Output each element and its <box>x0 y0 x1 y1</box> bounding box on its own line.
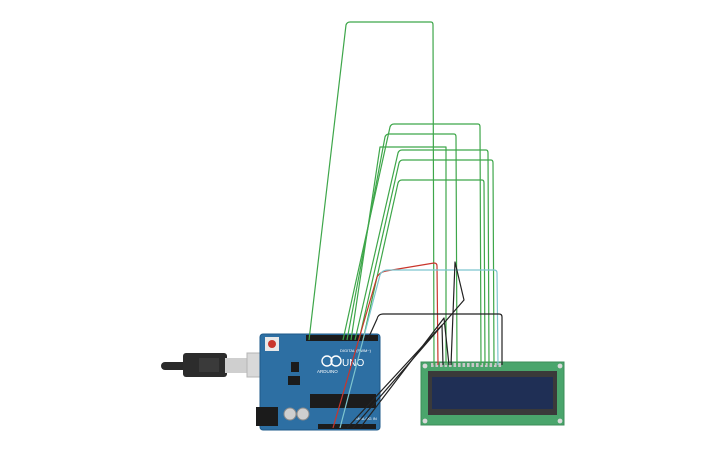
usb-plug-grip <box>199 358 219 372</box>
wire-black[interactable] <box>366 313 503 365</box>
lcd-mount-hole-br <box>557 418 563 424</box>
power-jack <box>256 407 278 426</box>
wire-black[interactable] <box>359 317 450 429</box>
wire-green[interactable] <box>342 123 482 366</box>
usb-plug-metal <box>225 358 247 373</box>
lcd-pin <box>462 363 466 367</box>
lcd-pin <box>489 363 493 367</box>
regulator <box>291 362 299 372</box>
usb-chip <box>288 376 300 385</box>
wire-green[interactable] <box>362 179 486 366</box>
power-analog-header <box>318 424 376 429</box>
lcd-mount-hole-tr <box>557 363 563 369</box>
lcd-pin <box>435 363 439 367</box>
lcd-pin <box>471 363 475 367</box>
arduino-logo-icon <box>321 355 333 367</box>
wires[interactable] <box>308 21 503 429</box>
wire-green[interactable] <box>358 159 495 366</box>
wire-green[interactable] <box>346 133 458 366</box>
arduino-brand-text: ARDUINO <box>317 369 338 374</box>
capacitor-right <box>296 407 310 421</box>
atmega-chip <box>310 394 376 408</box>
wire-green[interactable] <box>308 21 435 366</box>
lcd-pin <box>498 363 502 367</box>
wire-green[interactable] <box>354 149 490 366</box>
lcd-pin <box>431 363 434 367</box>
lcd-mount-hole-bl <box>422 418 428 424</box>
lcd-pin-header <box>431 363 502 367</box>
lcd-pin <box>494 363 497 367</box>
wire-green[interactable] <box>350 146 447 365</box>
arduino-uno-board[interactable]: DIGITAL (PWM~) UNO ARDUINO ANALOG IN <box>256 333 381 431</box>
usb-cable-end <box>161 362 187 370</box>
lcd-pin <box>476 363 479 367</box>
uno-logo-text: UNO <box>342 358 364 369</box>
digital-header <box>306 335 378 341</box>
lcd-pin <box>453 363 457 367</box>
reset-button-cap <box>268 340 276 348</box>
lcd-screen <box>432 377 553 409</box>
lcd-pin <box>485 363 488 367</box>
wire-cyan[interactable] <box>339 269 499 429</box>
analog-label: ANALOG IN <box>355 416 377 421</box>
lcd-16x2[interactable] <box>420 361 565 426</box>
lcd-pin <box>449 363 452 367</box>
lcd-pin <box>440 363 443 367</box>
lcd-mount-hole-tl <box>422 363 428 369</box>
lcd-pin <box>480 363 484 367</box>
wire-red[interactable] <box>332 262 439 429</box>
capacitor-left <box>283 407 297 421</box>
arduino-logo-icon-right <box>330 355 342 367</box>
lcd-pin <box>467 363 470 367</box>
lcd-pin <box>458 363 461 367</box>
